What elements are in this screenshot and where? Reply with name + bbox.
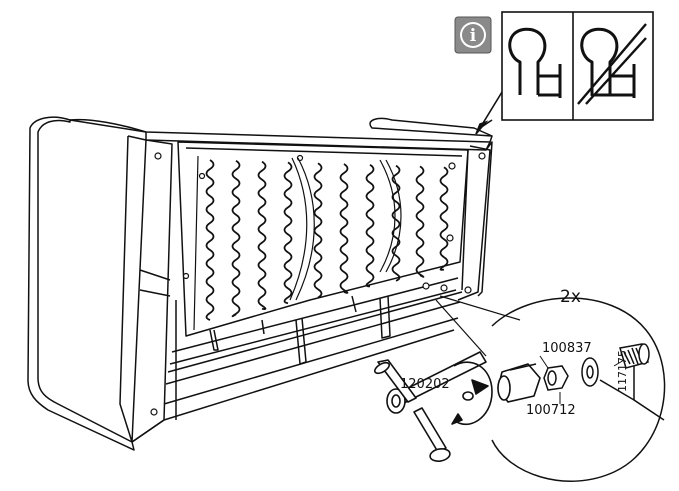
spring-coil — [415, 165, 425, 278]
spring-coil — [231, 160, 241, 318]
spring-coil — [439, 166, 449, 271]
spring-coil — [257, 160, 267, 310]
spring-coil — [339, 163, 349, 294]
sinuous-springs — [205, 159, 449, 321]
part-number-120202: 120202 — [400, 377, 450, 392]
hex-wrench-tool — [373, 351, 493, 462]
threaded-insert-part — [619, 343, 650, 369]
part-leaders — [539, 355, 625, 404]
spring-coil — [205, 159, 215, 321]
detail-wall — [599, 360, 665, 421]
spring-coil — [283, 161, 293, 305]
washer-part — [581, 357, 599, 387]
part-number-100712: 100712 — [526, 403, 576, 418]
nut-part — [543, 365, 569, 391]
spring-coil — [391, 164, 401, 282]
spring-ties — [193, 155, 402, 331]
spring-coil — [313, 162, 323, 299]
sofa-frame — [27, 116, 493, 451]
profile-incorrect-icon — [577, 23, 647, 105]
hex-socket-part — [497, 363, 541, 403]
info-glyph: i — [470, 26, 477, 46]
quantity-label: 2x — [560, 287, 581, 307]
detail-callout — [435, 295, 666, 482]
spring-coil — [365, 164, 375, 288]
part-number-100837: 100837 — [542, 341, 592, 356]
frame-screws — [150, 152, 486, 416]
info-icon[interactable]: i — [454, 16, 492, 54]
part-number-117175: 117175 — [616, 350, 629, 392]
profile-correct-icon — [508, 27, 562, 98]
orientation-panel — [475, 11, 654, 135]
